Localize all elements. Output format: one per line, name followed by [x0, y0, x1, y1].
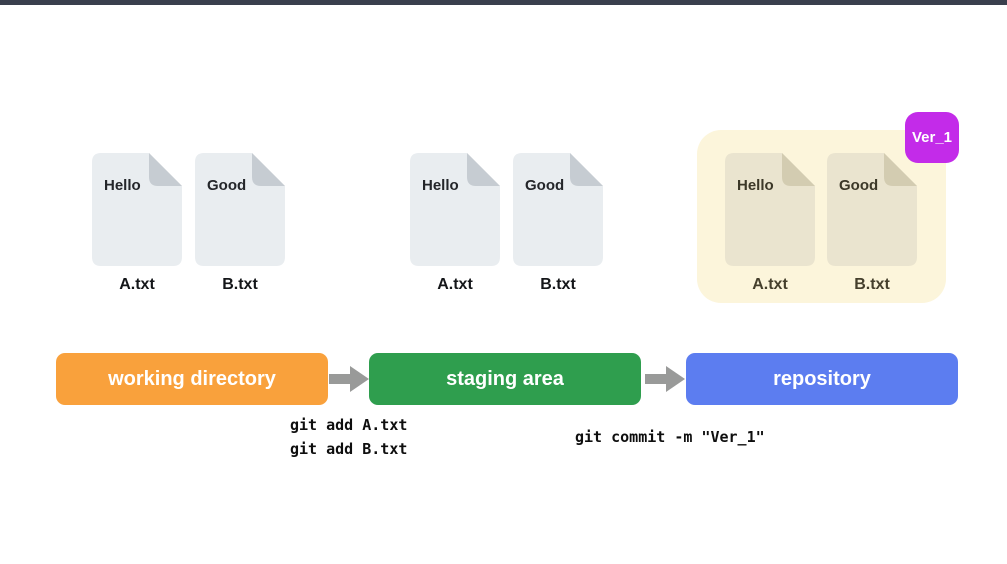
stage-staging-area: staging area [369, 353, 641, 405]
arrow-right-icon [645, 366, 685, 392]
file-content: Good [207, 177, 247, 194]
stage-repository: repository [686, 353, 958, 405]
file-name-label: A.txt [437, 276, 473, 293]
document-icon [513, 153, 603, 266]
file-b-staging: Good [513, 153, 603, 266]
document-icon [92, 153, 182, 266]
file-content: Hello [737, 177, 774, 194]
document-icon [410, 153, 500, 266]
file-a-working: Hello [92, 153, 182, 266]
command-git-commit: git commit -m "Ver_1" [575, 428, 765, 446]
file-b-repository: Good [827, 153, 917, 266]
document-icon [725, 153, 815, 266]
document-icon [827, 153, 917, 266]
command-git-add-b: git add B.txt [290, 440, 408, 458]
file-content: Good [525, 177, 565, 194]
file-a-staging: Hello [410, 153, 500, 266]
version-badge: Ver_1 [905, 112, 959, 163]
top-bar [0, 0, 1007, 5]
file-name-label: A.txt [119, 276, 155, 293]
file-name-label: B.txt [854, 276, 890, 293]
file-name-label: B.txt [540, 276, 576, 293]
file-content: Good [839, 177, 879, 194]
file-content: Hello [104, 177, 141, 194]
arrow-right-icon [329, 366, 369, 392]
file-name-label: A.txt [752, 276, 788, 293]
stage-working-directory: working directory [56, 353, 328, 405]
file-b-working: Good [195, 153, 285, 266]
file-a-repository: Hello [725, 153, 815, 266]
file-name-label: B.txt [222, 276, 258, 293]
file-content: Hello [422, 177, 459, 194]
document-icon [195, 153, 285, 266]
command-git-add-a: git add A.txt [290, 416, 408, 434]
